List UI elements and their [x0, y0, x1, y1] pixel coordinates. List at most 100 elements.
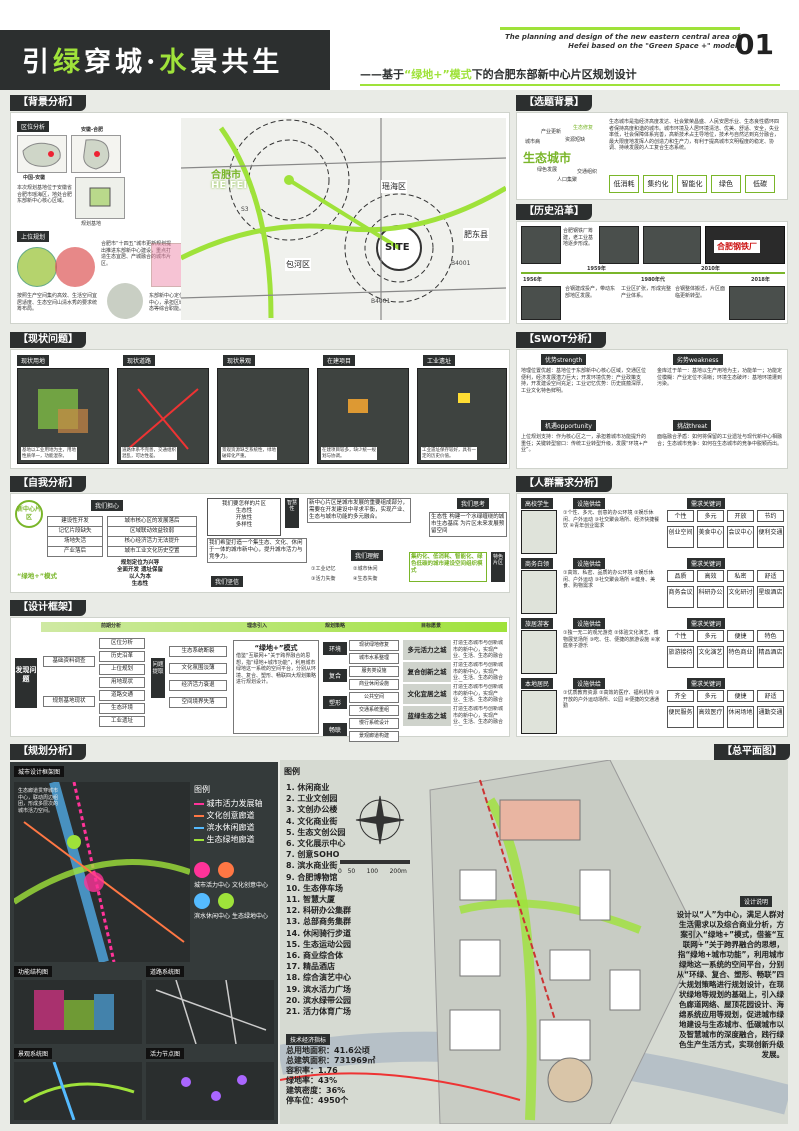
center-l6: 文化创意中心	[232, 882, 269, 889]
frame-b-item: 用地现状	[99, 677, 145, 688]
self-long-text: 新中心片区是城市发展的重要组成部分，需要在开发建设中寻求平衡，实现产业、生态与城…	[307, 498, 411, 523]
year-2018: 2018年	[751, 277, 770, 283]
scale-0: 0	[338, 868, 342, 875]
crowd-group-label: 本地居民	[521, 678, 554, 689]
crowd-facility: 便利交通	[757, 526, 784, 548]
problem-panel: 现状用地 现状道路 现状景观 在建项目 工业遗址 基地以工业用地为主，用地性质单…	[10, 349, 510, 469]
self-keywords: 集约化、低消耗、智能化、绿色低碳的城市建设空间组织模式	[409, 552, 487, 582]
master-legend-title: 图例	[284, 767, 300, 776]
crowd-keyword: 开放	[727, 510, 754, 522]
section-history: 【历史沿革】	[516, 204, 592, 220]
frame-b-item: 工业遗址	[99, 716, 145, 727]
frame-a1: 基础资料调查	[43, 656, 95, 667]
crowd-keyword: 多元	[697, 690, 724, 702]
scale-200: 200m	[389, 868, 407, 875]
swot-w-label: 劣势weakness	[673, 354, 723, 365]
word-3: 绿色发展	[537, 167, 558, 173]
crowd-need-label: 需求关键词	[687, 558, 726, 569]
master-legend-item: 8. 滨水商业街	[286, 861, 338, 871]
self-side-tag: 智慧性	[285, 498, 299, 528]
crowd-keyword: 个性	[667, 630, 694, 642]
frame-c-list: 生态系统断裂文化氛围淡薄经济活力衰退空间境界失落	[169, 646, 227, 714]
frame-b-item: 上位规划	[99, 664, 145, 675]
page-number: 01	[735, 28, 774, 61]
master-legend-item: 15. 生态运动公园	[286, 939, 351, 949]
frame-st-item: 服务类设施	[349, 666, 399, 677]
section-topic: 【选题背景】	[516, 95, 592, 111]
baohe-label: 包河区	[285, 258, 311, 271]
self-q5: 我们坚信	[211, 576, 244, 587]
plan-vital-label: 活力节点图	[146, 1048, 185, 1059]
crowd-facility: 文化演艺	[697, 646, 724, 668]
crowd-facility: 星级酒店	[757, 586, 784, 608]
crowd-need-label: 需求关键词	[687, 618, 726, 629]
legend-l1: 城市活力发展轴	[194, 798, 263, 810]
kw-green: 绿色	[711, 175, 741, 193]
frame-st-item: 慢行系统设计	[349, 718, 399, 729]
problem-map-3: 景观资源缺乏系统性，绿地破碎化严重。	[217, 368, 309, 464]
header-line-2	[360, 84, 780, 86]
history-text-1: 合肥钢铁厂筹建，老工业基地逐步形成。	[563, 228, 594, 247]
frame-mode: “绿地+”模式	[254, 644, 298, 652]
frame-b-item: 生态环境	[99, 703, 145, 714]
area-label: 规划基地	[81, 221, 102, 227]
crowd-facility: 便民服务	[667, 706, 694, 728]
road-label-s3: S3	[241, 206, 249, 213]
self-f1: 规划定位为兴导	[120, 560, 160, 566]
self-u4: ④生态失衡	[353, 576, 378, 582]
problem-map-4: 在建项目较多，缺少统一规划与协调。	[317, 368, 409, 464]
self-think: 生态性 构建一个水绿缠绕的城市生态基底 为片区未来发展预留空间	[429, 512, 507, 537]
crowd-facility: 旅游接待	[667, 646, 694, 668]
crowd-need-label: 需求关键词	[687, 678, 726, 689]
plan-note: 生态廊道贯穿城市中心，联动周边组团，形成多层次的城市活力空间。	[18, 788, 59, 814]
topic-text: 生态城市是指经济高度发达、社会繁荣昌盛、人民安居乐业、生态良性循环四者保持高度和…	[609, 119, 780, 151]
master-legend-item: 21. 活力体育广场	[286, 1007, 351, 1017]
frame-s-item: 塑形	[323, 696, 347, 709]
scale-50: 50	[347, 868, 356, 875]
problem-text-3: 景观资源缺乏系统性，绿地破碎化严重。	[221, 447, 277, 460]
feidong-label: 肥东县	[463, 228, 489, 241]
plan-frame-map: 生态廊道贯穿城市中心，联动周边组团，形成多层次的城市活力空间。	[12, 780, 191, 964]
problem-label-4: 在建项目	[323, 355, 356, 366]
crowd-need-label: 需求关键词	[687, 498, 726, 509]
bg-panel: 区位分析 中国-安徽 安徽-合肥 本次规划基地位于安徽省合肥市瑶海区，地处合肥东…	[10, 112, 510, 324]
self-positioning: 规划定位为兴导全面开发 遗址保留以人为本生态性	[107, 560, 173, 588]
crowd-facility: 精品酒店	[757, 646, 784, 668]
crowd-photo	[521, 570, 557, 614]
problem-label-2: 现状道路	[123, 355, 156, 366]
frame-panel: 前期分析 理念引入 规划策略 目标愿景 发现问题 基础资料调查 规划基地现状 区…	[10, 617, 510, 742]
frame-a2: 规划基地现状	[43, 696, 95, 707]
master-legend-item: 3. 文创办公楼	[286, 805, 338, 815]
plan-func-label: 功能结构图	[14, 966, 53, 977]
tech-i1: 总用地面积：41.6公顷	[286, 1046, 370, 1055]
crowd-keyword: 特色	[757, 630, 784, 642]
history-photo-4	[521, 286, 561, 320]
section-swot: 【SWOT分析】	[516, 332, 606, 348]
anhui-map	[71, 135, 121, 173]
self-f4: 生态性	[131, 581, 149, 587]
legend-l4: 生态绿地廊道	[194, 834, 263, 846]
self-u3: ③活力失衡	[311, 576, 336, 582]
crowd-needs-text: ①优质教育资源 ②高效的医疗、福利机构 ③开放的户外运动场所、公园 ④便捷的交通…	[563, 690, 660, 709]
history-panel: 合肥钢铁厂 合肥钢铁厂筹建，老工业基地逐步形成。 1956年 1959年 198…	[516, 221, 788, 324]
word-7: 资源短缺	[565, 137, 586, 143]
history-photo-1	[521, 226, 561, 264]
self-e3: 多样性	[235, 522, 253, 528]
header-line	[500, 27, 740, 30]
crowd-keyword: 多元	[697, 510, 724, 522]
frame-c-item: 生态系统断裂	[169, 646, 227, 657]
crowd-req-label: 设施供给	[573, 558, 606, 569]
master-legend-item: 9. 合肥博物馆	[286, 872, 338, 882]
city-map: 合肥市 HE FEI SITE 瑶海区 肥东县 包河区 B4001 B4001 …	[179, 118, 508, 320]
section-frame: 【设计框架】	[10, 600, 86, 616]
frame-arrow	[41, 622, 507, 632]
problem-text-1: 基地以工业用地为主，用地性质单一，功能混杂。	[21, 447, 77, 460]
master-legend-item: 1. 休闲商业	[286, 783, 330, 792]
frame-goal-list: 多元活力之城打造生态城市与创新城市的新中心，实现产业、生活、生态的融合发展。复合…	[403, 640, 507, 728]
loc-label: 区位分析	[17, 121, 50, 132]
self-q3: 我们理解	[351, 550, 384, 561]
frame-mode-text: 借鉴“互联网+”关于跨界融合的思想，指“绿地+城市功能”，利用城市绿地这一系统的…	[236, 653, 317, 685]
tech-i5: 建筑密度：36%	[286, 1086, 346, 1095]
crowd-needs-text: ①个性、多元、创意的办公环境 ②娱乐休闲、户外运动 ③社交聚会场所、经济快捷餐饮…	[563, 510, 660, 529]
